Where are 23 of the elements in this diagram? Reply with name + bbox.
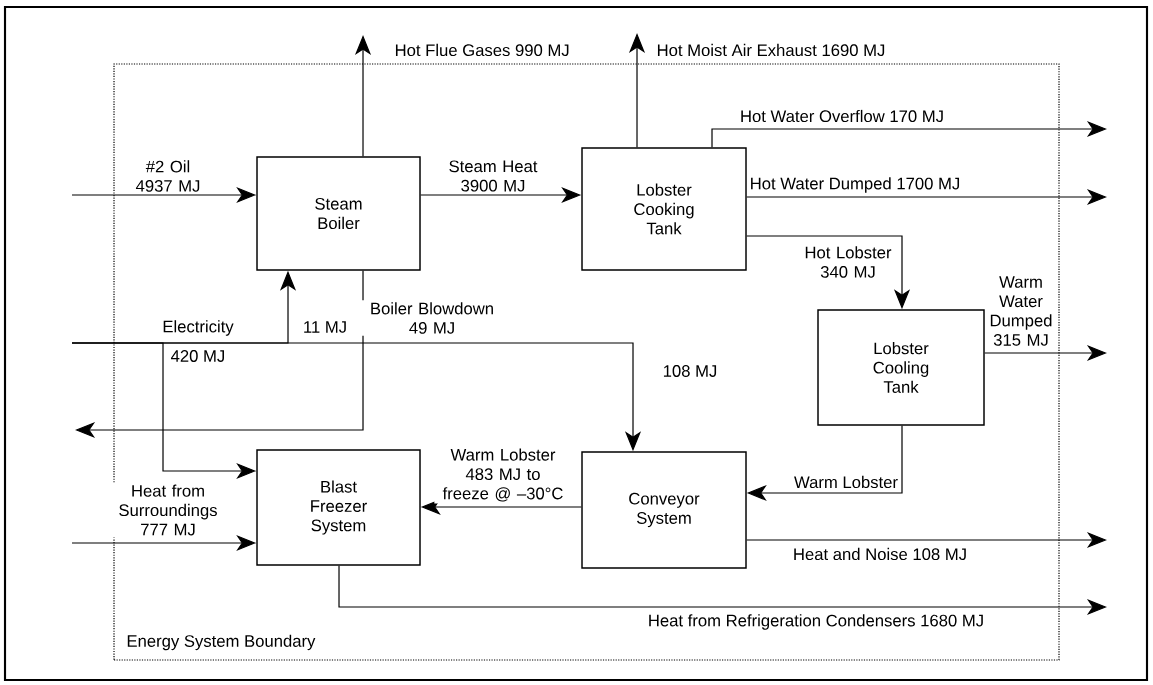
process-box: Steam Boiler	[256, 156, 421, 271]
edge-label: Heat and Noise 108 MJ	[790, 545, 970, 563]
edge-label: 420 MJ	[168, 348, 228, 364]
edge-label: Heat from Refrigeration Condensers 1680 MJ	[645, 612, 987, 632]
edge-label: Warm Lobster 483 MJ to freeze @ –30°C	[434, 446, 572, 504]
edge-label: 108 MJ	[660, 363, 720, 379]
edge-label: Boiler Blowdown 49 MJ	[360, 300, 504, 336]
edge-label: 11 MJ	[300, 319, 350, 335]
edge-label: Warm Lobster	[792, 473, 900, 491]
process-box: Conveyor System	[581, 451, 747, 569]
edge-label: Hot Water Overflow 170 MJ	[737, 107, 947, 125]
flow-label: Electricity	[160, 318, 236, 338]
edge-label: Steam Heat 3900 MJ	[444, 158, 542, 194]
edge-label: Hot Flue Gases 990 MJ	[392, 41, 572, 59]
edge-label: Warm Water Dumped 315 MJ	[985, 274, 1057, 348]
edge-label: Hot Water Dumped 1700 MJ	[747, 175, 963, 195]
process-box: Blast Freezer System	[256, 449, 421, 566]
edge-label: Heat from Surroundings 777 MJ	[112, 482, 224, 538]
edge-label: Hot Moist Air Exhaust 1690 MJ	[654, 41, 888, 59]
edge-label: #2 Oil 4937 MJ	[129, 158, 207, 194]
process-box: Lobster Cooling Tank	[817, 309, 985, 426]
process-box: Lobster Cooking Tank	[581, 147, 747, 271]
edge-label: Hot Lobster 340 MJ	[796, 244, 900, 280]
